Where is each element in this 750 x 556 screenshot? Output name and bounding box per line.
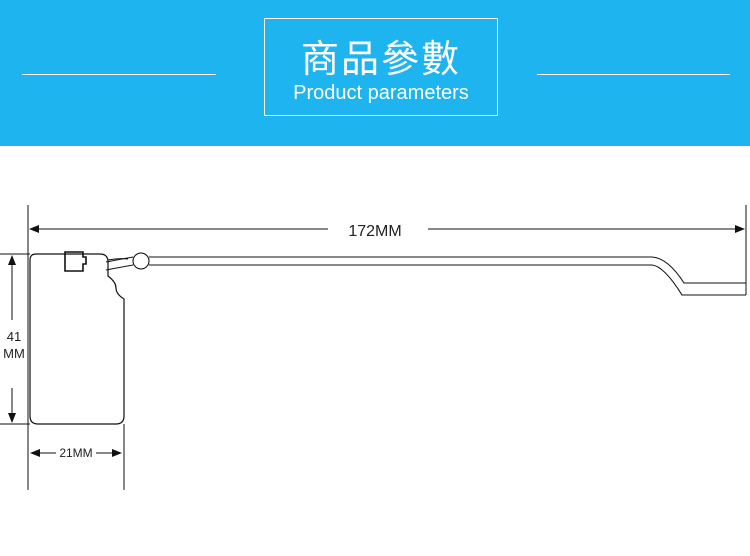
title-frame: 商品參數 Product parameters — [264, 18, 498, 116]
strap-connector — [105, 256, 134, 271]
page-subtitle: Product parameters — [293, 82, 469, 104]
page-title: 商品參數 — [300, 37, 461, 81]
height-label-value: 41 — [7, 329, 21, 344]
seal-strap — [149, 256, 746, 296]
header-divider-right — [537, 74, 730, 75]
height-label-unit: MM — [3, 346, 25, 361]
lock-slot-icon — [64, 251, 87, 272]
seal-head — [29, 253, 125, 425]
header-banner: 商品參數 Product parameters — [0, 0, 750, 146]
width-label: 21MM — [59, 446, 92, 460]
length-label: 172MM — [348, 223, 401, 240]
header-divider-left — [22, 74, 216, 75]
seal-bulb — [132, 252, 150, 270]
seal-neck — [107, 258, 129, 261]
